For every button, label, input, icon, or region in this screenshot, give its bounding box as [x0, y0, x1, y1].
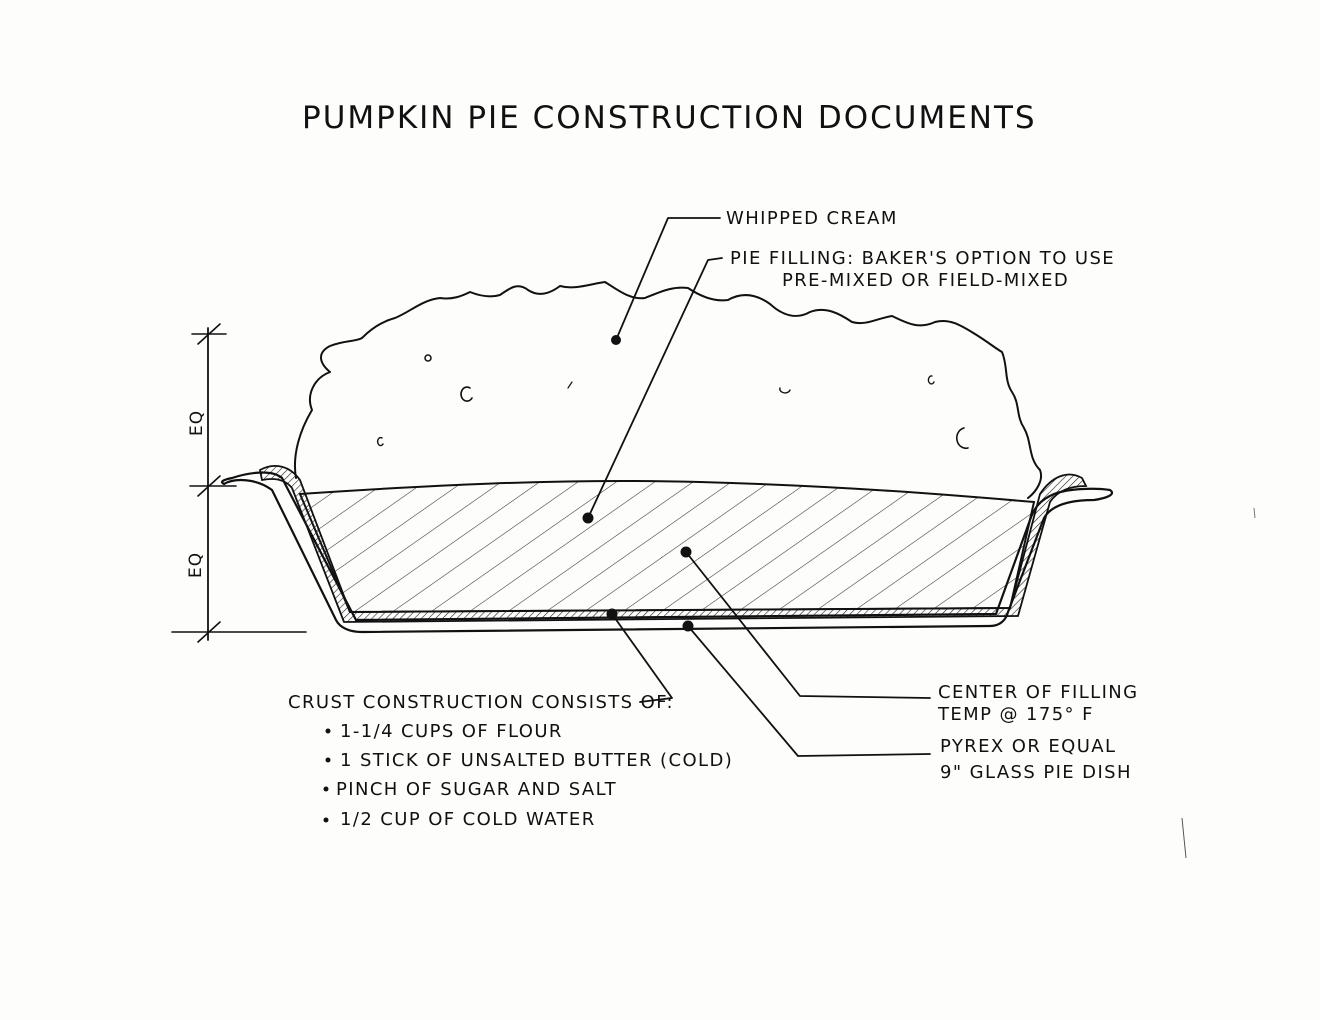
bullet — [323, 817, 329, 823]
crust-item: 1/2 CUP OF COLD WATER — [340, 809, 596, 830]
page-title: PUMPKIN PIE CONSTRUCTION DOCUMENTS — [302, 100, 1037, 136]
label-whipped-cream: WHIPPED CREAM — [726, 208, 898, 229]
dimension-label-lower: EQ — [186, 552, 206, 578]
crust-heading: CRUST CONSTRUCTION CONSISTS OF: — [288, 692, 674, 713]
leader-whipped-cream — [615, 217, 721, 341]
leader-crust — [611, 613, 673, 703]
crust-item: 1 STICK OF UNSALTED BUTTER (COLD) — [340, 750, 733, 771]
glass-pie-dish — [221, 471, 1114, 634]
leader-dot — [680, 546, 692, 558]
cream-bubble — [927, 375, 935, 385]
cream-bubble — [376, 436, 384, 447]
crust-list: 1-1/4 CUPS OF FLOUR 1 STICK OF UNSALTED … — [323, 721, 733, 830]
whipped-cream-shape — [294, 281, 1042, 499]
dimension-tick — [197, 621, 221, 643]
cream-bubble — [460, 386, 473, 402]
leader-dot — [582, 512, 594, 524]
dimension-label-upper: EQ — [187, 410, 207, 436]
leader-dot — [611, 335, 621, 345]
cream-bubble — [956, 427, 969, 450]
bullet — [325, 728, 331, 734]
label-pyrex-line2: 9" GLASS PIE DISH — [940, 762, 1132, 783]
label-filling-line1: PIE FILLING: BAKER'S OPTION TO USE — [730, 248, 1115, 269]
leader-pyrex — [687, 625, 931, 757]
label-center-line1: CENTER OF FILLING — [938, 682, 1139, 703]
bullet — [325, 757, 331, 763]
label-pyrex-line1: PYREX OR EQUAL — [940, 736, 1116, 757]
dimension-tick — [197, 323, 221, 345]
label-center-line2: TEMP @ 175° F — [937, 704, 1094, 725]
pie-filling — [298, 479, 1036, 614]
bullet — [323, 786, 329, 792]
cream-bubble — [779, 387, 791, 394]
scan-mark — [1181, 817, 1187, 859]
crust-item: PINCH OF SUGAR AND SALT — [336, 779, 617, 800]
crust-item: 1-1/4 CUPS OF FLOUR — [340, 721, 563, 742]
scan-mark — [1253, 507, 1256, 519]
leader-dot — [682, 620, 694, 632]
cream-bubble — [567, 381, 573, 389]
dimension-tick — [197, 475, 221, 497]
cream-bubble — [424, 354, 432, 362]
leader-pie-filling — [587, 257, 723, 519]
leader-center-temp — [685, 551, 931, 699]
label-filling-line2: PRE-MIXED OR FIELD-MIXED — [782, 270, 1069, 291]
leader-dot — [606, 608, 618, 620]
